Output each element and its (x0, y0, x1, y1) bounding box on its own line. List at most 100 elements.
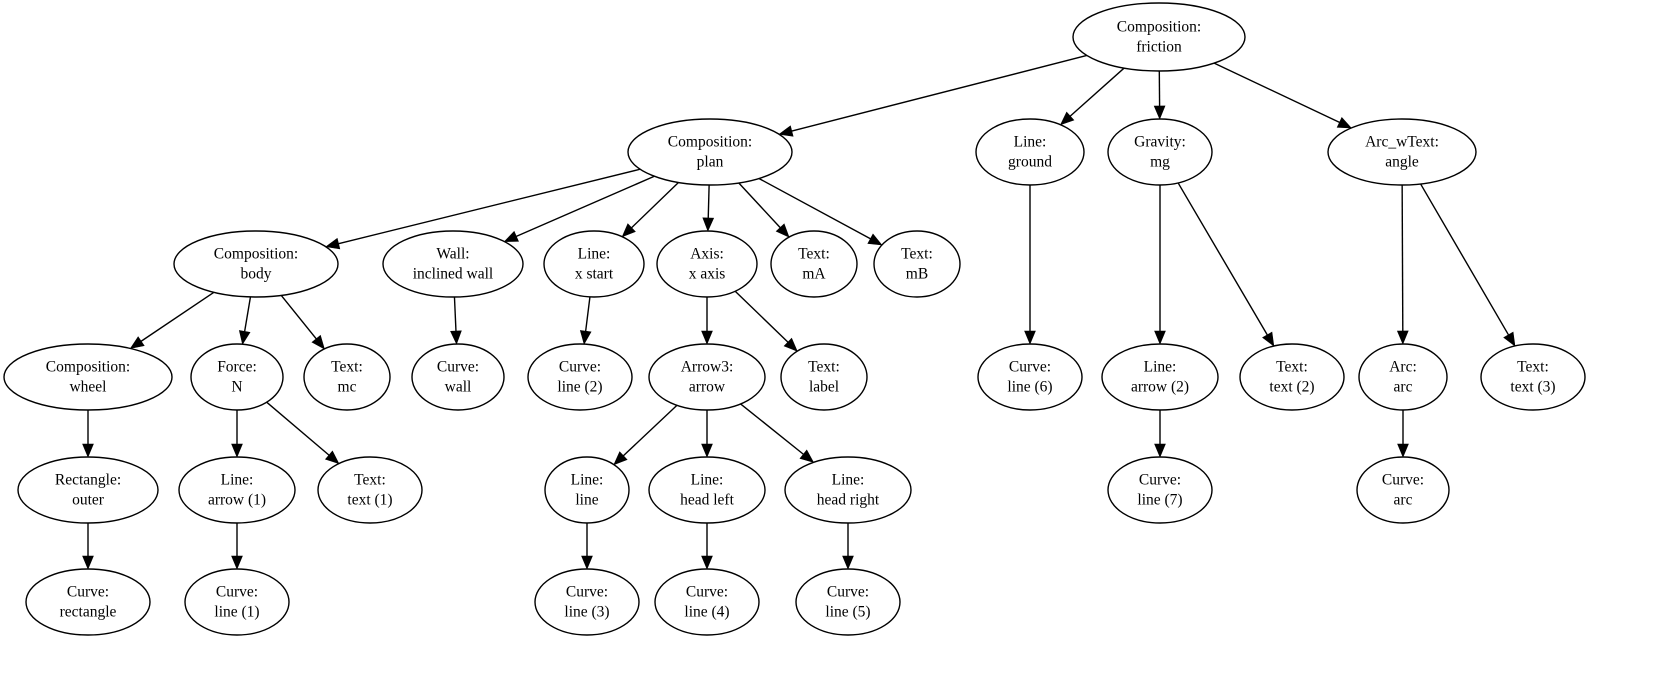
graph-node-friction[interactable]: Composition:friction (1072, 2, 1246, 72)
graph-node-line2[interactable]: Curve:line (2) (527, 343, 633, 411)
graph-node-text1[interactable]: Text:text (1) (317, 456, 423, 524)
node-label-name: arc (1394, 379, 1413, 396)
graph-node-curveline1[interactable]: Curve:line (1) (184, 568, 290, 636)
node-ellipse[interactable] (1358, 343, 1448, 411)
node-label-type: Line: (832, 472, 865, 489)
node-label-name: text (2) (1269, 379, 1314, 396)
node-ellipse[interactable] (770, 230, 858, 298)
node-ellipse[interactable] (648, 343, 766, 411)
edge-line (738, 182, 781, 229)
node-ellipse[interactable] (784, 456, 912, 524)
edge-arrowhead-icon (1059, 111, 1075, 126)
edge-arrowhead-icon (783, 337, 798, 352)
node-ellipse[interactable] (1480, 343, 1586, 411)
graph-node-arrow2[interactable]: Line:arrow (2) (1101, 343, 1219, 411)
node-ellipse[interactable] (656, 230, 758, 298)
node-label-type: Text: (901, 246, 933, 263)
edge-arrowhead-icon (503, 230, 519, 242)
graph-node-label[interactable]: Text:label (780, 343, 868, 411)
node-ellipse[interactable] (382, 230, 524, 298)
edge-line (1401, 184, 1404, 332)
graph-edge (266, 401, 340, 465)
graph-edge (701, 410, 713, 458)
graph-node-body[interactable]: Composition:body (173, 230, 339, 298)
node-ellipse[interactable] (873, 230, 961, 298)
node-ellipse[interactable] (527, 343, 633, 411)
graph-edge (82, 523, 94, 570)
graph-node-text3[interactable]: Text:text (3) (1480, 343, 1586, 411)
node-ellipse[interactable] (173, 230, 339, 298)
node-ellipse[interactable] (977, 343, 1083, 411)
node-ellipse[interactable] (303, 343, 391, 411)
node-ellipse[interactable] (17, 456, 159, 524)
node-ellipse[interactable] (1107, 118, 1213, 186)
graph-node-curveline4[interactable]: Curve:line (4) (654, 568, 760, 636)
node-ellipse[interactable] (654, 568, 760, 636)
node-ellipse[interactable] (627, 118, 793, 186)
node-ellipse[interactable] (3, 343, 173, 411)
graph-node-text2[interactable]: Text:text (2) (1239, 343, 1345, 411)
edge-arrowhead-icon (701, 330, 713, 345)
graph-node-line6[interactable]: Curve:line (6) (977, 343, 1083, 411)
graph-edge (740, 403, 815, 463)
graph-node-rectangle[interactable]: Curve:rectangle (25, 568, 151, 636)
graph-node-angle[interactable]: Arc_wText:angle (1327, 118, 1477, 186)
graph-node-ground[interactable]: Line:ground (975, 118, 1085, 186)
node-ellipse[interactable] (1101, 343, 1219, 411)
node-ellipse[interactable] (178, 456, 296, 524)
graph-node-arc[interactable]: Arc: arc (1358, 343, 1448, 411)
node-label-type: Composition: (214, 246, 298, 263)
graph-node-rectouter[interactable]: Rectangle:outer (17, 456, 159, 524)
graph-node-curvearc[interactable]: Curve:arc (1356, 456, 1450, 524)
graph-node-headright[interactable]: Line:head right (784, 456, 912, 524)
graph-node-arrow1[interactable]: Line:arrow (1) (178, 456, 296, 524)
edge-arrowhead-icon (231, 443, 243, 458)
node-ellipse[interactable] (780, 343, 868, 411)
graph-node-plan[interactable]: Composition:plan (627, 118, 793, 186)
node-label-type: Wall: (436, 246, 469, 263)
node-ellipse[interactable] (184, 568, 290, 636)
node-label-type: Arc: (1389, 359, 1417, 376)
graph-node-wheel[interactable]: Composition:wheel (3, 343, 173, 411)
node-ellipse[interactable] (25, 568, 151, 636)
node-ellipse[interactable] (1327, 118, 1477, 186)
graph-node-mA[interactable]: Text:mA (770, 230, 858, 298)
node-ellipse[interactable] (543, 230, 645, 298)
graph-edge (1154, 410, 1166, 458)
graph-node-wall[interactable]: Wall:inclined wall (382, 230, 524, 298)
graph-node-arrow3[interactable]: Arrow3:arrow (648, 343, 766, 411)
graph-edge (450, 296, 462, 345)
edge-arrowhead-icon (82, 443, 94, 458)
graph-edge (613, 404, 678, 466)
node-ellipse[interactable] (1072, 2, 1246, 72)
node-label-name: x axis (689, 266, 726, 283)
node-ellipse[interactable] (544, 456, 630, 524)
node-ellipse[interactable] (534, 568, 640, 636)
graph-node-mc[interactable]: Text:mc (303, 343, 391, 411)
graph-node-lineline[interactable]: Line:line (544, 456, 630, 524)
edge-line (516, 175, 655, 238)
node-ellipse[interactable] (975, 118, 1085, 186)
graph-node-mB[interactable]: Text:mB (873, 230, 961, 298)
node-label-name: rectangle (60, 604, 117, 621)
node-ellipse[interactable] (317, 456, 423, 524)
graph-node-gravity[interactable]: Gravity:mg (1107, 118, 1213, 186)
graph-node-curveline7b[interactable]: Curve:line (7) (1107, 456, 1213, 524)
node-ellipse[interactable] (411, 343, 505, 411)
graph-node-forceN[interactable]: Force:N (190, 343, 284, 411)
graph-edge (1396, 184, 1409, 345)
node-label-name: arrow (1) (208, 492, 266, 509)
graph-node-xstart[interactable]: Line:x start (543, 230, 645, 298)
node-ellipse[interactable] (795, 568, 901, 636)
node-ellipse[interactable] (1107, 456, 1213, 524)
node-ellipse[interactable] (1356, 456, 1450, 524)
graph-node-headleft[interactable]: Line:head left (648, 456, 766, 524)
graph-node-curveline5[interactable]: Curve:line (5) (795, 568, 901, 636)
node-ellipse[interactable] (1239, 343, 1345, 411)
edge-arrowhead-icon (324, 450, 340, 465)
node-ellipse[interactable] (190, 343, 284, 411)
graph-node-xaxis[interactable]: Axis:x axis (656, 230, 758, 298)
node-ellipse[interactable] (648, 456, 766, 524)
graph-node-curveline3[interactable]: Curve:line (3) (534, 568, 640, 636)
graph-node-curvewall[interactable]: Curve:wall (411, 343, 505, 411)
